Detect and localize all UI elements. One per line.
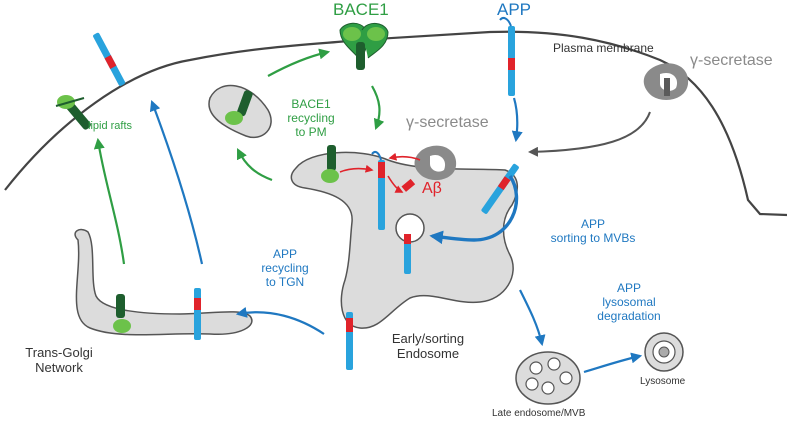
bace1-cleavage-arrow	[339, 164, 374, 173]
bace1-title: BACE1	[333, 0, 389, 19]
tgn-line-2: Network	[35, 359, 83, 375]
app-arrow-to-lysosome	[583, 352, 643, 374]
app-arrow-sorting-mvb	[429, 175, 519, 245]
abeta-label: Aβ	[422, 180, 442, 197]
abeta-release-arrow	[387, 175, 404, 193]
app-lysosomal-label: APP lysosomal degradation	[584, 281, 674, 323]
bace1-recycling-line-2: recycling	[287, 110, 335, 125]
app-at-pm	[499, 17, 515, 96]
bace1-arrow-pm-down	[371, 85, 385, 131]
app-upper-left	[93, 32, 126, 86]
app-recycling-line-3: to TGN	[265, 274, 305, 289]
plasma-membrane-label: Plasma membrane	[553, 41, 654, 55]
lysosome	[644, 332, 684, 372]
lysosome-label: Lysosome	[640, 376, 686, 387]
app-recycling-line-1: APP	[272, 247, 297, 261]
app-in-tgn	[194, 288, 201, 340]
app-sorting-label: APP sorting to MVBs	[538, 217, 648, 246]
app-lysosomal-line-3: degradation	[597, 308, 661, 323]
gamma-secretase-pm-label: γ-secretase	[690, 52, 773, 69]
trans-golgi-network	[74, 228, 253, 336]
early-endosome-line-1: Early/sorting	[391, 331, 465, 346]
bace1-recycling-line-3: to PM	[295, 124, 327, 139]
app-intraluminal	[404, 234, 411, 274]
app-endosome-exit	[346, 312, 353, 370]
gamma-arrow	[528, 111, 651, 157]
app-in-endosome	[371, 151, 385, 230]
bace1-arrow-vesicle-to-pm	[267, 48, 331, 77]
abeta-fragment	[401, 178, 416, 192]
late-endosome-mvb	[515, 351, 581, 405]
bace1-at-pm	[339, 22, 389, 70]
app-lysosomal-line-2: lysosomal	[602, 294, 656, 309]
gamma-secretase-endosome-label: γ-secretase	[406, 114, 489, 131]
tgn-label: Trans-Golgi Network	[14, 345, 104, 376]
app-arrow-to-late-endosome	[519, 289, 546, 347]
plasma-membrane	[4, 30, 787, 217]
bace1-recycling-line-1: BACE1	[291, 97, 331, 111]
app-title: APP	[497, 0, 532, 19]
early-endosome-line-2: Endosome	[396, 345, 460, 361]
late-endosome-label: Late endosome/MVB	[492, 408, 586, 419]
app-lysosomal-line-1: APP	[616, 281, 641, 295]
tgn-line-1: Trans-Golgi	[25, 345, 93, 360]
app-arrow-tgn-to-pm	[149, 99, 204, 265]
gamma-secretase-endosome	[414, 145, 457, 181]
app-recycling-line-2: recycling	[261, 260, 309, 275]
app-sorting-line-1: APP	[580, 217, 605, 231]
app-recycling-label: APP recycling to TGN	[250, 247, 320, 289]
app-arrow-pm-to-endosome	[511, 97, 523, 143]
bace1-vesicle	[208, 84, 272, 139]
bace1-in-endosome	[321, 145, 339, 183]
bace1-in-tgn	[113, 294, 131, 333]
app-sorting-line-2: sorting to MVBs	[550, 230, 636, 245]
bace1-lipid-raft	[55, 95, 91, 130]
bace1-arrow-to-vesicle	[237, 148, 273, 182]
bace1-arrow-tgn-to-raft	[93, 137, 126, 265]
bace1-recycling-label: BACE1 recycling to PM	[276, 97, 346, 139]
early-endosome-label: Early/sorting Endosome	[378, 331, 478, 362]
gamma-cleavage-arrow	[388, 152, 421, 161]
gamma-secretase-pm	[643, 63, 689, 100]
app-arrow-to-tgn	[235, 306, 325, 335]
lipid-rafts-label: lipid rafts	[88, 120, 133, 132]
